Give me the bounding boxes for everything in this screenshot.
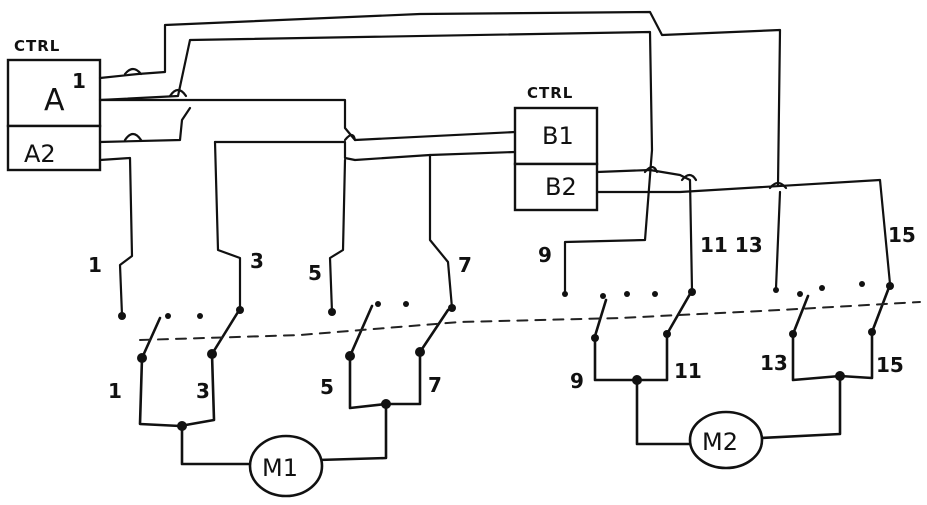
top-terminal-15: 15: [888, 223, 916, 247]
top-terminal-11-13: 11 13: [700, 233, 763, 257]
ctrl-a-cell-1: [6, 58, 102, 128]
contact-dot: [448, 304, 456, 312]
bottom-terminal-3: 3: [196, 379, 210, 403]
motor-m2-label: M2: [702, 428, 738, 456]
ctrl-b-heading: CTRL: [527, 84, 573, 102]
contact-dot: [118, 312, 126, 320]
bottom-wiring: [138, 330, 874, 466]
contact-dot: [562, 291, 568, 297]
contact-dot: [819, 285, 825, 291]
bottom-terminal-11: 11: [674, 359, 702, 383]
top-terminal-3: 3: [250, 249, 264, 273]
contact-dot: [773, 287, 779, 293]
ctrl-b-group: CTRL B1 B2: [513, 84, 599, 212]
motor-m1: M1: [248, 434, 324, 498]
bottom-terminal-7: 7: [428, 373, 442, 397]
contact-dot: [859, 281, 865, 287]
contact-dot: [886, 282, 894, 290]
top-terminal-9: 9: [538, 243, 552, 267]
junction-dot: [381, 399, 391, 409]
bottom-terminal-5: 5: [320, 375, 334, 399]
bottom-terminal-labels: 1 3 5 7 9 11 13 15: [108, 351, 904, 403]
ctrl-b-cell-2: [513, 162, 599, 212]
contact-dot: [375, 301, 381, 307]
ctrl-a-cell-1-label: A: [44, 83, 65, 118]
ctrl-a-cell-1-sup: 1: [72, 69, 86, 93]
contact-dot: [652, 291, 658, 297]
contact-dot: [403, 301, 409, 307]
top-terminal-7: 7: [458, 253, 472, 277]
contact-dot: [197, 313, 203, 319]
switch-contacts: [118, 281, 894, 363]
top-terminal-1: 1: [88, 253, 102, 277]
junction-dot: [835, 371, 845, 381]
contact-dot: [600, 293, 606, 299]
ctrl-b-cell-1-label: B1: [542, 122, 574, 150]
bottom-terminal-9: 9: [570, 369, 584, 393]
motor-m1-label: M1: [262, 454, 298, 482]
ctrl-a-cell-2-label: A2: [24, 140, 56, 168]
contact-dot: [624, 291, 630, 297]
motor-m2: M2: [688, 410, 764, 470]
bottom-terminal-13: 13: [760, 351, 788, 375]
top-terminal-5: 5: [308, 261, 322, 285]
wiring-lines: [98, 10, 892, 317]
bottom-terminal-15: 15: [876, 353, 904, 377]
contact-dot: [165, 313, 171, 319]
ctrl-a-cell-2: [6, 124, 102, 172]
motor-m1-circle: [248, 434, 324, 498]
ctrl-b-cell-2-label: B2: [545, 173, 577, 201]
ctrl-a-heading: CTRL: [14, 37, 60, 55]
contact-dot: [797, 291, 803, 297]
junction-dot: [632, 375, 642, 385]
top-terminal-labels: 1 3 5 7 9 11 13 15: [88, 223, 916, 285]
ctrl-a-group: CTRL A 1 A2: [6, 37, 102, 172]
mechanical-linkage: [139, 301, 921, 341]
contact-dot: [328, 308, 336, 316]
bottom-terminal-1: 1: [108, 379, 122, 403]
junction-dot: [177, 421, 187, 431]
motor-m2-circle: [688, 410, 764, 470]
